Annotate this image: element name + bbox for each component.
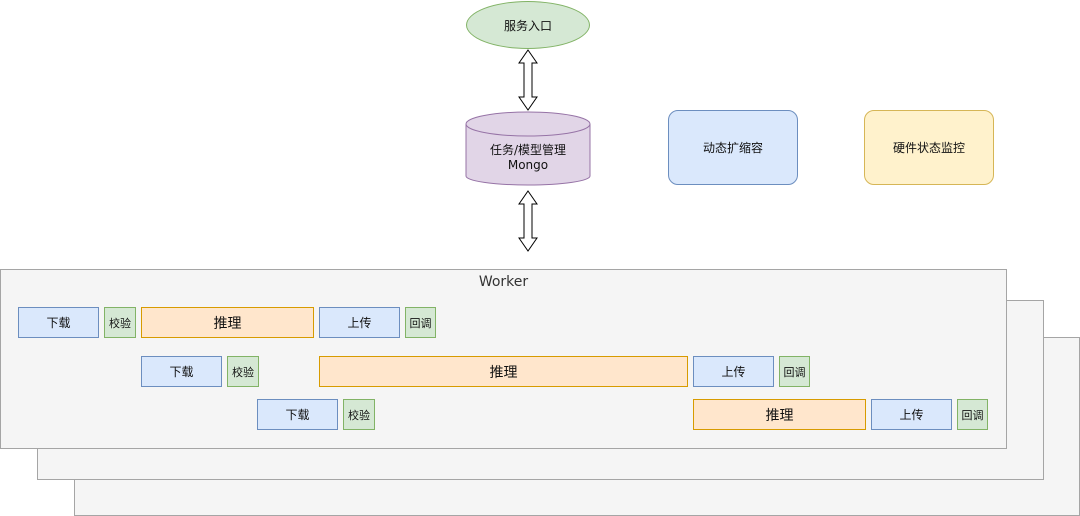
row1-download-block: 下载 bbox=[18, 307, 99, 338]
connector-layer bbox=[465, 49, 591, 252]
row2-verify-block: 校验 bbox=[227, 356, 259, 387]
task-model-db-label: 任务/模型管理 Mongo bbox=[466, 138, 590, 178]
hardware-monitor-node: 硬件状态监控 bbox=[864, 110, 994, 185]
row1-infer-block: 推理 bbox=[141, 307, 314, 338]
service-entry-label: 服务入口 bbox=[503, 18, 552, 33]
row1-callback-block: 回调 bbox=[405, 307, 436, 338]
row1-verify-block: 校验 bbox=[104, 307, 136, 338]
worker-title: Worker bbox=[478, 274, 529, 290]
row3-upload-block: 上传 bbox=[871, 399, 952, 430]
row2-infer-block: 推理 bbox=[319, 356, 688, 387]
row2-download-block: 下载 bbox=[141, 356, 222, 387]
db-label-line1: 任务/模型管理 bbox=[489, 143, 567, 157]
bidirectional-arrow-top bbox=[518, 49, 538, 111]
row1-upload-block: 上传 bbox=[319, 307, 400, 338]
row2-callback-block: 回调 bbox=[779, 356, 810, 387]
db-label-line2: Mongo bbox=[507, 158, 549, 172]
autoscale-label: 动态扩缩容 bbox=[702, 141, 763, 155]
row2-upload-block: 上传 bbox=[693, 356, 774, 387]
row3-callback-block: 回调 bbox=[957, 399, 988, 430]
row3-verify-block: 校验 bbox=[343, 399, 375, 430]
hardware-monitor-label: 硬件状态监控 bbox=[892, 141, 965, 155]
row3-infer-block: 推理 bbox=[693, 399, 866, 430]
row3-download-block: 下载 bbox=[257, 399, 338, 430]
autoscale-node: 动态扩缩容 bbox=[668, 110, 798, 185]
service-entry-node: 服务入口 bbox=[466, 1, 590, 49]
bidirectional-arrow-bottom bbox=[518, 190, 538, 252]
task-model-db-cylinder bbox=[465, 111, 591, 186]
